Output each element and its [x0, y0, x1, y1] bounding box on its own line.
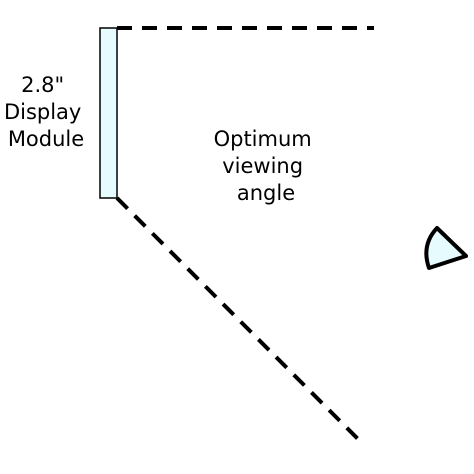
- angle-label-line-2: viewing: [222, 154, 303, 178]
- angle-label-line-3: angle: [237, 181, 295, 205]
- lower-angle-boundary: [115, 196, 364, 445]
- module-label-line-2: Display: [4, 100, 81, 124]
- angle-label-line-1: Optimum: [214, 127, 312, 151]
- eye-icon: [424, 226, 468, 270]
- module-label-line-3: Module: [8, 127, 84, 151]
- angle-label: Optimum viewing angle: [214, 127, 319, 205]
- module-label: 2.8" Display Module: [4, 73, 88, 151]
- display-module: [99, 27, 118, 199]
- module-label-line-1: 2.8": [21, 73, 64, 97]
